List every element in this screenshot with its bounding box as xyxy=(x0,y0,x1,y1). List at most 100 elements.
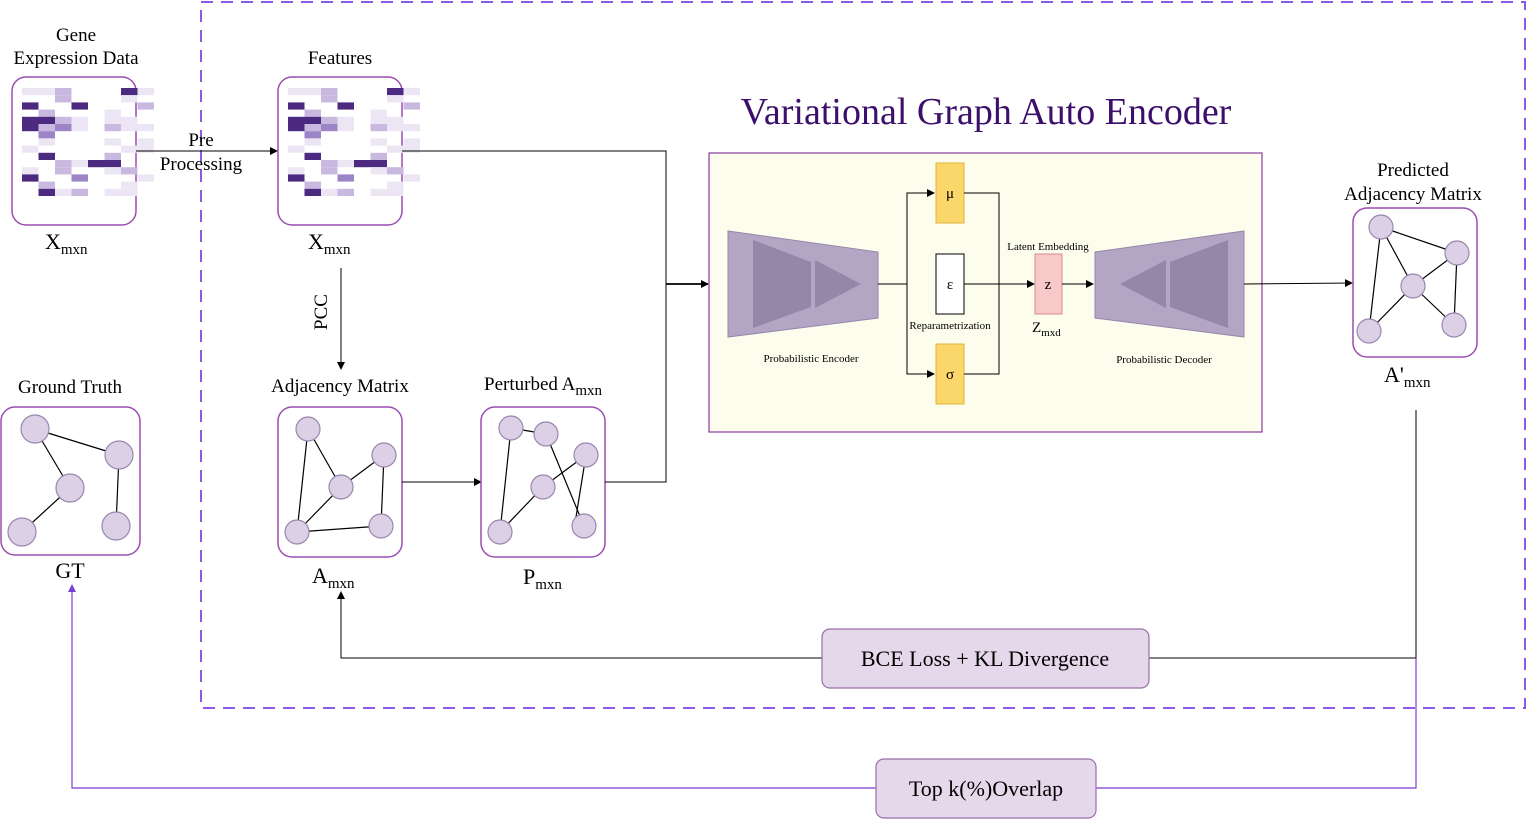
heatmap-cell xyxy=(104,160,121,168)
heatmap-cell xyxy=(104,167,121,175)
heatmap-cell xyxy=(304,188,321,196)
heatmap-cell xyxy=(55,188,72,196)
heatmap-cell xyxy=(71,188,88,196)
heatmap-cell xyxy=(22,124,39,132)
x-feat-symbol: Xmxn xyxy=(308,229,351,258)
diagram-title: Variational Graph Auto Encoder xyxy=(741,91,1232,133)
heatmap-cell xyxy=(321,188,338,196)
heatmap-cell xyxy=(370,116,387,124)
predicted-label-1: Predicted xyxy=(1377,160,1449,181)
z-box xyxy=(1034,253,1063,315)
x-raw-symbol: Xmxn xyxy=(45,229,88,258)
topk-label: Top k(%)Overlap xyxy=(909,776,1063,801)
heatmap-cell xyxy=(337,188,354,196)
heatmap-cell xyxy=(22,88,39,96)
heatmap-cell xyxy=(55,167,72,175)
mu-label: μ xyxy=(946,186,954,202)
predicted-label-2: Adjacency Matrix xyxy=(1344,184,1482,205)
heatmap-cell xyxy=(22,116,39,124)
latent-embedding-label: Latent Embedding xyxy=(1007,241,1089,253)
heatmap-cell xyxy=(137,138,154,146)
heatmap-cell xyxy=(387,188,404,196)
heatmap-cell xyxy=(288,102,305,110)
heatmap-cell xyxy=(387,167,404,175)
heatmap-cell xyxy=(288,116,305,124)
adjacency-graph xyxy=(277,406,403,558)
heatmap-cell xyxy=(38,181,55,189)
perturbed-to-vgae-line xyxy=(605,284,667,483)
heatmap-cell xyxy=(304,138,321,146)
heatmap-cell xyxy=(137,174,154,182)
heatmap-cell xyxy=(387,88,404,96)
mu-box xyxy=(935,162,965,224)
heatmap-cell xyxy=(337,174,354,182)
heatmap-cell xyxy=(121,167,138,175)
heatmap-cell xyxy=(38,152,55,160)
heatmap-cell xyxy=(22,174,39,182)
heatmap-cells xyxy=(288,88,420,196)
heatmap-cell xyxy=(104,124,121,132)
heatmap-cell xyxy=(88,160,105,168)
pcc-label: PCC xyxy=(311,294,332,330)
heatmap-cell xyxy=(121,124,138,132)
sigma-box xyxy=(935,343,965,405)
heatmap-cell xyxy=(288,174,305,182)
heatmap-cell xyxy=(121,116,138,124)
heatmap-cell xyxy=(370,138,387,146)
heatmap-cell xyxy=(137,88,154,96)
heatmap-cell xyxy=(22,102,39,110)
heatmap-cell xyxy=(370,124,387,132)
sigma-to-z-line xyxy=(964,284,1000,375)
heatmap-cell xyxy=(403,145,420,153)
heatmap-cell xyxy=(71,124,88,132)
topk-feedback-line xyxy=(68,584,1417,789)
heatmap-cell xyxy=(337,160,354,168)
heatmap-cell xyxy=(337,102,354,110)
reparametrization-label: Reparametrization xyxy=(909,320,991,332)
heatmap-cell xyxy=(321,160,338,168)
heatmap-cell xyxy=(288,88,305,96)
ground-truth-label: Ground Truth xyxy=(18,377,122,398)
heatmap-cell xyxy=(304,152,321,160)
a-pred-symbol: A'mxn xyxy=(1384,362,1431,391)
encoder-to-sigma-arrow xyxy=(906,284,935,378)
heatmap-cell xyxy=(321,88,338,96)
heatmap-cell xyxy=(38,109,55,117)
heatmap-cell xyxy=(121,88,138,96)
epsilon-label: ε xyxy=(947,277,953,293)
heatmap-cell xyxy=(38,124,55,132)
heatmap-cell xyxy=(304,116,321,124)
heatmap-cell xyxy=(38,188,55,196)
heatmap-cell xyxy=(354,160,371,168)
heatmap-cell xyxy=(104,152,121,160)
heatmap-cell xyxy=(55,160,72,168)
p-symbol: Pmxn xyxy=(523,564,562,593)
gene-expression-matrix xyxy=(11,76,154,226)
z-dim-symbol: Zmxd xyxy=(1032,320,1061,339)
heatmap-cell xyxy=(337,116,354,124)
preprocessing-label-1: Pre xyxy=(188,130,213,151)
heatmap-cell xyxy=(137,124,154,132)
heatmap-cell xyxy=(403,174,420,182)
adjacency-matrix-label: Adjacency Matrix xyxy=(271,376,409,397)
heatmap-cell xyxy=(55,116,72,124)
mu-to-z-line xyxy=(964,192,1000,284)
heatmap-cell xyxy=(121,145,138,153)
heatmap-cell xyxy=(304,124,321,132)
vgae-region-frame xyxy=(200,1,1526,709)
heatmap-cell xyxy=(55,95,72,103)
heatmap-cell xyxy=(370,188,387,196)
heatmap-cell xyxy=(370,160,387,168)
heatmap-cell xyxy=(370,152,387,160)
heatmap-cells xyxy=(22,88,154,196)
heatmap-cell xyxy=(22,145,39,153)
features-label: Features xyxy=(308,48,372,69)
heatmap-cell xyxy=(71,102,88,110)
heatmap-cell xyxy=(304,131,321,139)
heatmap-cell xyxy=(71,174,88,182)
heatmap-cell xyxy=(137,145,154,153)
probabilistic-encoder-label: Probabilistic Encoder xyxy=(763,353,858,365)
heatmap-cell xyxy=(387,124,404,132)
heatmap-cell xyxy=(55,88,72,96)
